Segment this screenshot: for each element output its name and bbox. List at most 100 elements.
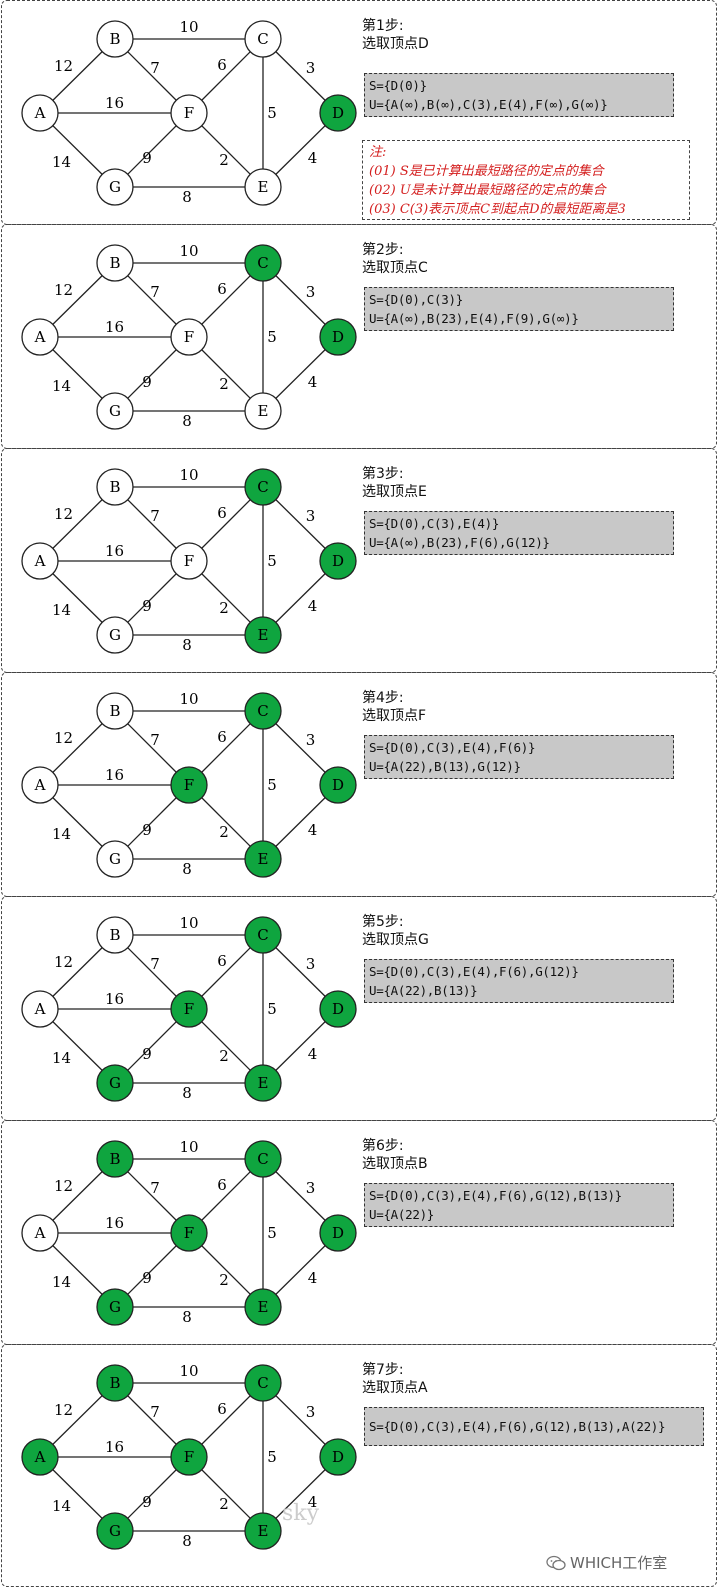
step-title: 第1步: 选取顶点D <box>362 17 429 53</box>
edge-weight-label: 8 <box>182 412 192 430</box>
step-title: 第4步: 选取顶点F <box>362 689 426 725</box>
step-number: 第2步: <box>362 242 404 258</box>
edge-weight-label: 3 <box>306 59 316 77</box>
note-heading: 注: <box>369 145 387 160</box>
edge-weight-label: 9 <box>142 821 152 839</box>
edge-weight-label: 5 <box>267 104 277 122</box>
edge-weight-label: 8 <box>182 1532 192 1550</box>
step-subtitle: 选取顶点D <box>362 36 429 52</box>
set-s: S={D(0),C(3),E(4)} <box>369 516 500 531</box>
step-title: 第5步:选取顶点G <box>362 913 429 949</box>
step-number: 第5步: <box>362 914 404 930</box>
set-u: U={A(22),B(13),G(12)} <box>369 759 521 774</box>
node-d <box>319 990 357 1028</box>
node-label: D <box>332 552 344 570</box>
edge-weight-label: 3 <box>306 731 316 749</box>
edge-weight-label: 9 <box>142 373 152 391</box>
node-label: B <box>109 254 120 272</box>
set-s: S={D(0),C(3),E(4),F(6),G(12),B(13)} <box>369 1188 622 1203</box>
node-f <box>170 94 208 132</box>
edge-weight-label: 4 <box>308 149 318 167</box>
node-g <box>96 616 134 654</box>
node-label: B <box>109 30 120 48</box>
set-u: U={A(22)} <box>369 1207 435 1222</box>
step-subtitle: 选取顶点B <box>362 1156 428 1172</box>
node-label: F <box>184 1224 194 1242</box>
node-label: B <box>109 1374 120 1392</box>
edge-weight-label: 16 <box>105 94 124 112</box>
edge-weight-label: 14 <box>52 153 71 171</box>
node-b <box>96 244 134 282</box>
edge-weight-label: 12 <box>54 1177 73 1195</box>
node-label: E <box>258 1298 269 1316</box>
edge-weight-label: 14 <box>52 1273 71 1291</box>
set-box: S={D(0),C(3),E(4),F(6),G(12),B(13),A(22)… <box>364 1407 704 1446</box>
edge-weight-label: 16 <box>105 1214 124 1232</box>
step-number: 第1步: <box>362 18 404 34</box>
edge-weight-label: 7 <box>150 59 160 77</box>
edge-weight-label: 9 <box>142 1269 152 1287</box>
set-box: S={D(0),C(3),E(4),F(6)}U={A(22),B(13),G(… <box>364 735 674 779</box>
edge-weight-label: 4 <box>308 597 318 615</box>
edge-weight-label: 10 <box>179 18 198 36</box>
node-label: E <box>258 850 269 868</box>
node-label: G <box>109 1074 121 1092</box>
edge-weight-label: 9 <box>142 1045 152 1063</box>
edge-weight-label: 14 <box>52 601 71 619</box>
node-g <box>96 1064 134 1102</box>
node-a <box>21 1438 59 1476</box>
edge-weight-label: 4 <box>308 1269 318 1287</box>
edge-weight-label: 14 <box>52 377 71 395</box>
set-box: S={D(0),C(3),E(4),F(6),G(12)}U={A(22),B(… <box>364 959 674 1003</box>
node-label: A <box>34 1000 46 1018</box>
edge-weight-label: 14 <box>52 825 71 843</box>
node-g <box>96 1512 134 1550</box>
node-label: C <box>257 1150 268 1168</box>
node-label: G <box>109 850 121 868</box>
edge-weight-label: 7 <box>150 507 160 525</box>
node-e <box>244 1288 282 1326</box>
edge-weight-label: 8 <box>182 1084 192 1102</box>
set-box: S={D(0),C(3)}U={A(∞),B(23),E(4),F(9),G(∞… <box>364 287 674 331</box>
edge-weight-label: 5 <box>267 552 277 570</box>
node-label: G <box>109 402 121 420</box>
node-b <box>96 692 134 730</box>
edge-weight-label: 3 <box>306 283 316 301</box>
node-f <box>170 542 208 580</box>
node-a <box>21 542 59 580</box>
edge-weight-label: 4 <box>308 1045 318 1063</box>
step-subtitle: 选取顶点F <box>362 708 427 724</box>
set-u: U={A(∞),B(23),F(6),G(12)} <box>369 535 550 550</box>
edge-weight-label: 16 <box>105 318 124 336</box>
node-label: A <box>34 552 46 570</box>
node-c <box>244 916 282 954</box>
edge-weight-label: 4 <box>308 1493 318 1511</box>
node-label: E <box>258 178 269 196</box>
node-a <box>21 1214 59 1252</box>
node-d <box>319 94 357 132</box>
node-label: A <box>34 328 46 346</box>
node-d <box>319 318 357 356</box>
edge-weight-label: 12 <box>54 953 73 971</box>
step-title: 第7步:选取顶点A <box>362 1361 428 1397</box>
node-label: G <box>109 626 121 644</box>
step-subtitle: 选取顶点C <box>362 260 428 276</box>
node-b <box>96 1140 134 1178</box>
edge-weight-label: 3 <box>306 507 316 525</box>
step-subtitle: 选取顶点A <box>362 1380 428 1396</box>
edge-weight-label: 5 <box>267 1000 277 1018</box>
node-label: D <box>332 1224 344 1242</box>
node-label: C <box>257 1374 268 1392</box>
edge-weight-label: 12 <box>54 505 73 523</box>
step-number: 第4步: <box>362 690 404 706</box>
edge-weight-label: 6 <box>217 504 227 522</box>
edge-weight-label: 12 <box>54 281 73 299</box>
node-b <box>96 20 134 58</box>
brand: WHICH工作室 <box>546 1552 667 1573</box>
node-c <box>244 468 282 506</box>
edge-weight-label: 2 <box>219 599 229 617</box>
node-g <box>96 392 134 430</box>
